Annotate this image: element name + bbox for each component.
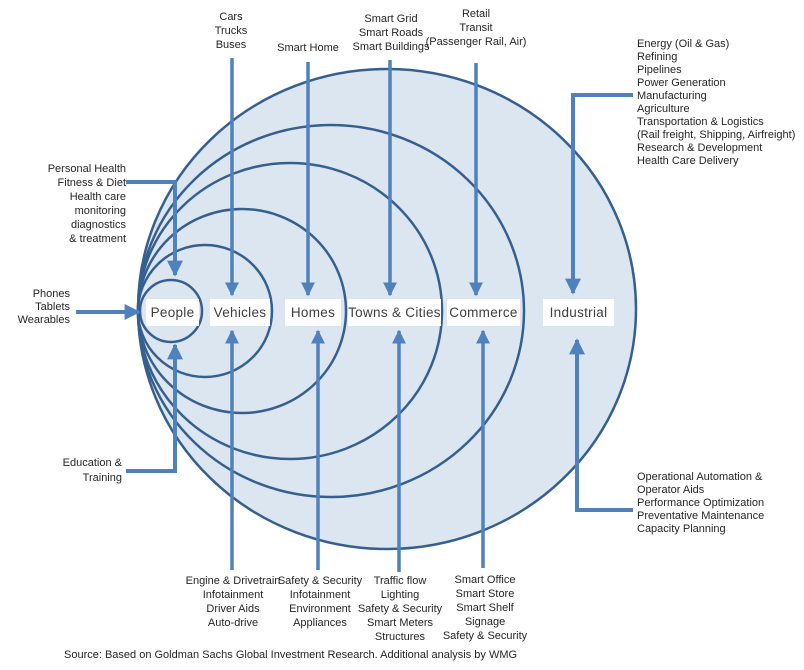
label-towns-bottom: Traffic flow Lighting Safety & Security …	[357, 575, 443, 643]
box-industrial: Industrial	[543, 299, 614, 326]
arrow-operational-to-industrial	[569, 338, 633, 512]
label-vehicles-bottom: Engine & Drivetrain Infotainment Driver …	[185, 575, 281, 629]
label-people-bottom: Education & Training	[62, 457, 122, 484]
label-commerce-top: Retail Transit (Passenger Rail, Air)	[425, 8, 527, 48]
box-commerce: Commerce	[447, 299, 520, 326]
label-towns-top: Smart Grid Smart Roads Smart Buildings	[352, 13, 430, 53]
label-commerce-bottom: Smart Office Smart Store Smart Shelf Sig…	[442, 574, 528, 642]
label-industrial-bottom: Operational Automation & Operator Aids P…	[637, 471, 765, 535]
label-industrial-top: Energy (Oil & Gas) Refining Pipelines Po…	[637, 38, 796, 167]
box-people: People	[146, 299, 199, 326]
label-people-top: Personal Health Fitness & Diet Health ca…	[47, 163, 126, 245]
box-vehicles: Vehicles	[210, 299, 270, 326]
label-homes-bottom: Safety & Security Infotainment Environme…	[277, 575, 363, 629]
label-people-left: Phones Tablets Wearables	[17, 288, 70, 326]
connector-arrows	[76, 58, 633, 572]
source-note: Source: Based on Goldman Sachs Global In…	[64, 649, 518, 661]
label-homes-top: Smart Home	[277, 42, 339, 54]
label-vehicles-top: Cars Trucks Buses	[214, 11, 248, 51]
box-towns-cities: Towns & Cities	[348, 299, 441, 326]
arrow-energy-to-industrial	[565, 93, 633, 295]
arrow-personalhealth-to-people	[126, 180, 183, 277]
arrow-education-to-people	[126, 343, 183, 473]
box-homes: Homes	[285, 299, 341, 326]
